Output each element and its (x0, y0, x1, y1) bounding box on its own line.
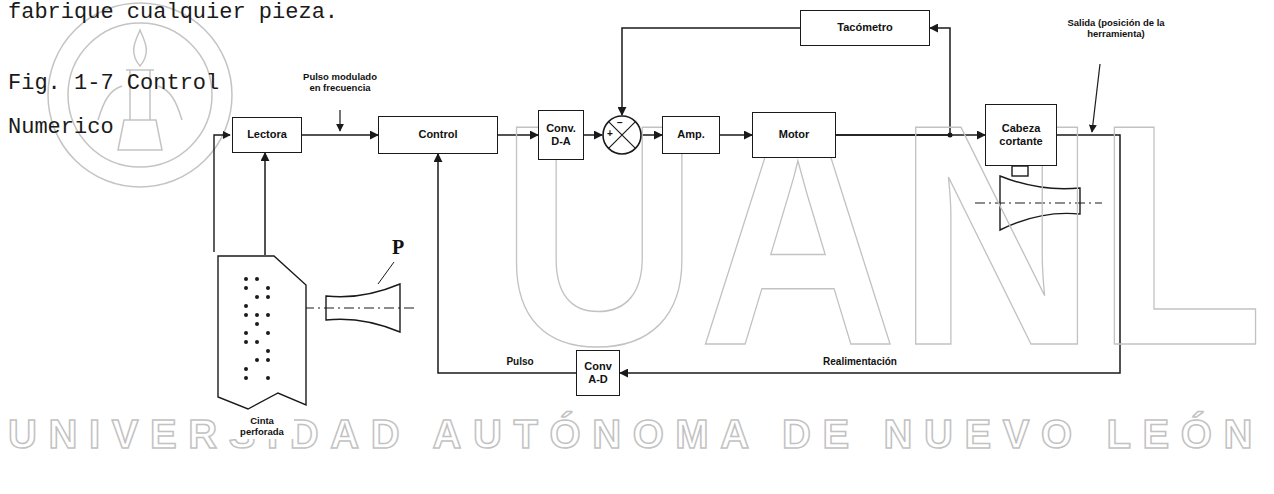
tape-hole (244, 304, 248, 308)
box-label: Tacómetro (804, 21, 926, 34)
tape-hole (266, 349, 270, 353)
box-label: Amp. (666, 128, 716, 141)
summing-junction: −+ (602, 115, 642, 155)
cutting-head-box: Cabeza cortante (985, 104, 1057, 166)
punched-tape: Cinta perforada (216, 255, 308, 441)
tape-hole (255, 340, 259, 344)
tape-hole (255, 295, 259, 299)
tachometer-box: Tacómetro (800, 10, 930, 46)
signal-connector (264, 153, 266, 255)
tape-hole (244, 286, 248, 290)
box-label: Motor (756, 128, 832, 141)
body-text: fabrique cualquier pieza. (8, 0, 338, 25)
tape-hole (244, 313, 248, 317)
tape-hole (255, 277, 259, 281)
box-label: Lectora (236, 128, 298, 141)
tape-hole (244, 376, 248, 380)
tape-outline (218, 256, 306, 409)
box-label: Control (382, 128, 494, 141)
box-label: Conv A-D (580, 360, 616, 386)
motor-box: Motor (752, 112, 836, 158)
tape-hole (266, 376, 270, 380)
tape-hole (255, 313, 259, 317)
box-label: Conv. D-A (542, 122, 580, 148)
signal-note: Pulso modulado en frecuencia (302, 72, 378, 93)
tape-hole (266, 358, 270, 362)
reader-box: Lectora (232, 117, 302, 153)
plus-sign: + (607, 129, 613, 139)
tape-hole (244, 277, 248, 281)
tape-shape (216, 255, 308, 413)
tape-hole (266, 313, 270, 317)
tape-hole (266, 295, 270, 299)
amplifier-box: Amp. (662, 116, 720, 154)
junction-outline (603, 116, 641, 154)
tape-hole (244, 331, 248, 335)
tape-hole (255, 358, 259, 362)
control-box: Control (378, 116, 498, 154)
output-note: Salida (posición de la herramienta) (1062, 18, 1170, 39)
tape-hole (244, 367, 248, 371)
dac-box: Conv. D-A (538, 110, 584, 160)
adc-box: Conv A-D (576, 350, 620, 396)
tape-hole (244, 340, 248, 344)
edge-label: Pulso (504, 356, 535, 367)
tape-hole (266, 286, 270, 290)
watermark: UNIVERSIDAD AUTÓNOMA DE NUEVO LEÓN (8, 414, 1264, 454)
part-drawing-p (304, 262, 414, 332)
tape-hole (255, 322, 259, 326)
edge-label: Realimentación (821, 356, 899, 367)
signal-connector (302, 134, 378, 136)
tape-hole (266, 331, 270, 335)
tape-label: Cinta perforada (230, 415, 294, 439)
callout-letter: P (392, 236, 404, 259)
tape-input-line (214, 135, 230, 252)
figure-title: Fig. 1-7 Control Numerico (8, 62, 236, 150)
box-label: Cabeza cortante (989, 122, 1053, 148)
minus-sign: − (617, 118, 623, 128)
